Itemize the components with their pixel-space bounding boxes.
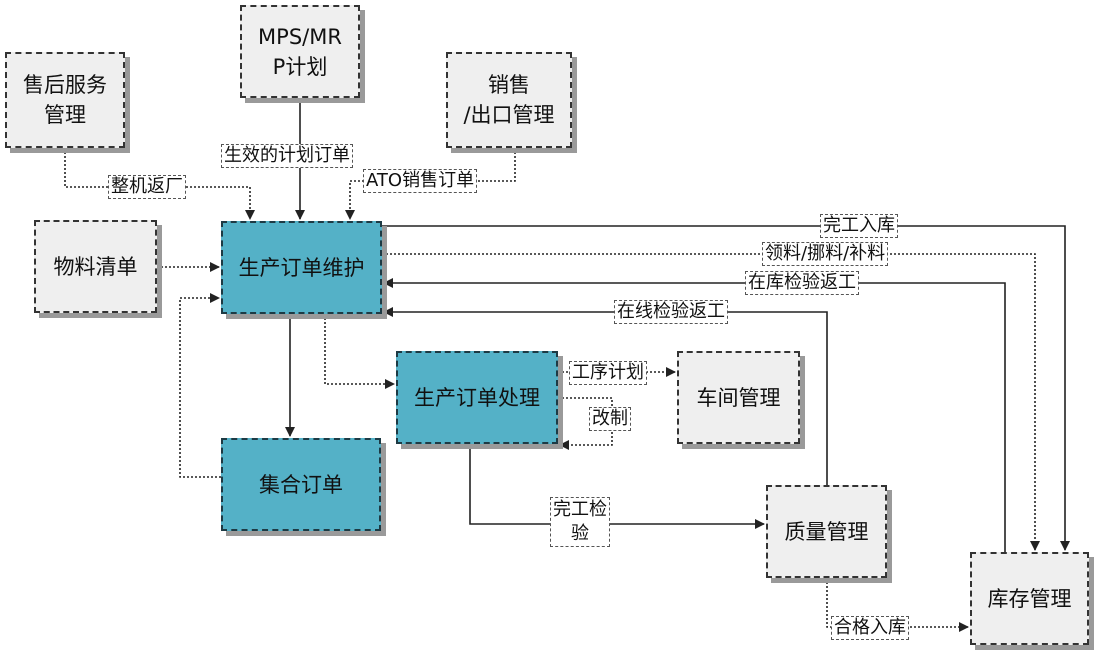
label-ato-sales-order: ATO销售订单 (363, 169, 478, 193)
edge-stock-rework (383, 278, 1006, 555)
label-material-issue: 领料/挪料/补料 (762, 242, 889, 266)
label-modification: 改制 (589, 407, 631, 431)
quality-node: 质量管理 (766, 485, 887, 578)
sales-export-label: 销售 /出口管理 (463, 73, 555, 127)
inventory-label: 库存管理 (987, 586, 1072, 611)
sales-export-node: 销售 /出口管理 (446, 52, 572, 148)
edge-qualified-in (826, 578, 969, 632)
mps-mrp-node: MPS/MR P计划 (240, 5, 360, 98)
label-routing-plan: 工序计划 (569, 361, 647, 385)
quality-label: 质量管理 (784, 519, 869, 544)
edge-online-rework (383, 307, 828, 485)
bom-label: 物料清单 (53, 254, 138, 279)
label-stock-rework: 在库检验返工 (745, 271, 859, 295)
workshop-label: 车间管理 (696, 385, 781, 410)
edge-finish-in (382, 225, 1070, 551)
label-planned-order: 生效的计划订单 (221, 144, 353, 168)
label-online-rework: 在线检验返工 (614, 300, 728, 324)
label-qualified-in: 合格入库 (831, 616, 909, 640)
order-process-node: 生产订单处理 (396, 351, 558, 444)
order-maintain-node: 生产订单维护 (221, 221, 382, 314)
edge-return-machine (64, 148, 255, 220)
label-finish-in: 完工入库 (820, 214, 898, 238)
label-return-machine: 整机返厂 (108, 175, 186, 199)
edge-final-inspection (469, 444, 765, 529)
edge-material-issue (382, 253, 1040, 551)
order-process-label: 生产订单处理 (414, 385, 540, 410)
collective-order-label: 集合订单 (259, 472, 343, 497)
after-sales-node: 售后服务 管理 (5, 52, 125, 148)
mps-mrp-label: MPS/MR P计划 (258, 24, 342, 79)
workshop-node: 车间管理 (677, 351, 800, 444)
edge-to-process (324, 314, 395, 389)
label-final-inspection: 完工检 验 (550, 497, 610, 547)
order-maintain-label: 生产订单维护 (238, 255, 365, 280)
inventory-node: 库存管理 (970, 552, 1089, 645)
collective-order-node: 集合订单 (221, 438, 381, 531)
bom-node: 物料清单 (34, 220, 157, 313)
edge-collective-back (179, 293, 221, 478)
after-sales-label: 售后服务 管理 (23, 73, 107, 127)
edge-ato-sales-order (345, 148, 516, 220)
